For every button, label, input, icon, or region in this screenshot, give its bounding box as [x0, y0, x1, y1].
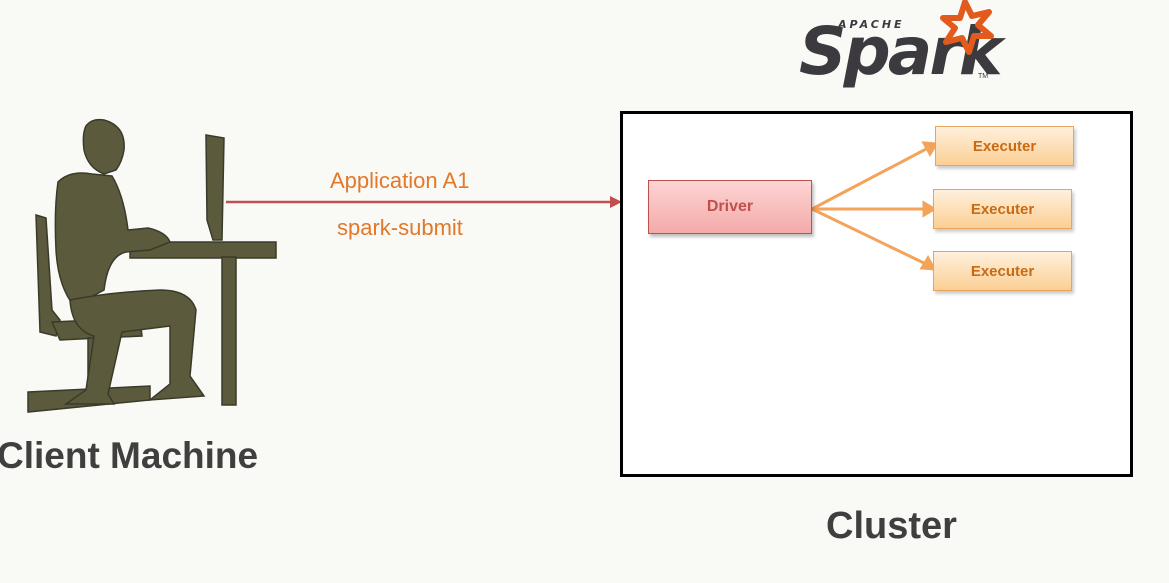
executer-node: Executer	[933, 251, 1072, 291]
spark-star-icon	[940, 0, 994, 55]
spark-submit-label: spark-submit	[337, 215, 463, 240]
logo-trademark: TM	[978, 73, 989, 80]
cluster-label: Cluster	[826, 505, 957, 547]
cluster-box	[620, 111, 1133, 477]
executer-node: Executer	[935, 126, 1074, 166]
client-machine-label: Client Machine	[0, 435, 259, 476]
driver-node: Driver	[648, 180, 812, 234]
logo-apache-text: APACHE	[838, 18, 905, 31]
submit-arrow	[226, 196, 622, 208]
client-silhouette-icon	[27, 118, 277, 413]
executer-node: Executer	[933, 189, 1072, 229]
driver-to-executer-arrows	[811, 141, 939, 271]
application-label: Application A1	[330, 168, 470, 193]
apache-spark-logo: APACHE Spark TM	[795, 0, 1010, 92]
